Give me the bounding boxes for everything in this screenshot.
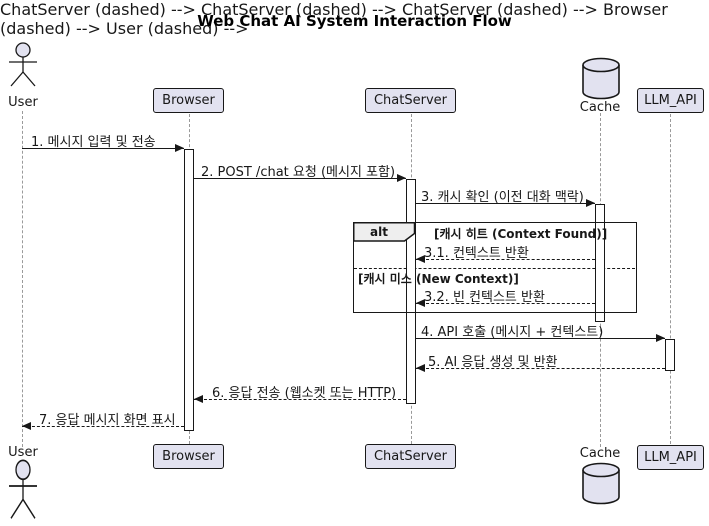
message-7-line bbox=[22, 426, 184, 427]
participant-browser-top: Browser bbox=[153, 88, 224, 113]
alt-operator-label: alt bbox=[370, 225, 388, 239]
message-6-line bbox=[194, 399, 406, 400]
diagram-title: Web Chat AI System Interaction Flow bbox=[197, 12, 512, 30]
message-6-label: 6. 응답 전송 (웹소켓 또는 HTTP) bbox=[212, 386, 397, 401]
participant-cache-top-label: Cache bbox=[579, 100, 621, 115]
message-1-arrowhead bbox=[175, 144, 184, 152]
alt-frame bbox=[353, 222, 637, 313]
message-3-1-arrowhead bbox=[416, 255, 425, 263]
message-2-label: 2. POST /chat 요청 (메시지 포함) bbox=[201, 165, 396, 180]
message-5-arrowhead bbox=[416, 364, 425, 372]
message-3-2-arrowhead bbox=[416, 299, 425, 307]
activation-chatserver bbox=[406, 179, 416, 404]
lifeline-user bbox=[22, 111, 23, 447]
message-6-arrowhead bbox=[194, 395, 203, 403]
message-3-2-label: 3.2. 빈 컨텍스트 반환 bbox=[424, 290, 545, 305]
alt-operator-pentagon bbox=[353, 222, 416, 242]
participant-user-top-label: User bbox=[8, 95, 38, 110]
participant-llm-api-top: LLM_API bbox=[637, 88, 704, 113]
message-3-1-label: 3.1. 컨텍스트 반환 bbox=[424, 246, 529, 261]
participant-user-bottom-label: User bbox=[8, 445, 38, 460]
participant-browser-bottom: Browser bbox=[153, 444, 224, 469]
message-7-label: 7. 응답 메시지 화면 표시 bbox=[39, 413, 176, 428]
message-4-arrowhead bbox=[656, 334, 665, 342]
message-5-line bbox=[416, 368, 665, 369]
activation-llm-api bbox=[665, 339, 675, 371]
message-5-label: 5. AI 응답 생성 및 반환 bbox=[428, 355, 558, 370]
participant-llm-api-bottom: LLM_API bbox=[637, 445, 704, 470]
message-3-line bbox=[416, 203, 595, 204]
message-3-1-line bbox=[416, 259, 595, 260]
user-actor-icon bbox=[9, 42, 37, 87]
message-1-line bbox=[22, 148, 184, 149]
cache-database-icon-top bbox=[582, 57, 620, 100]
user-actor-icon-bottom bbox=[9, 459, 37, 519]
message-3-2-line bbox=[416, 303, 595, 304]
message-2-arrowhead bbox=[397, 174, 406, 182]
message-7-arrowhead bbox=[22, 422, 31, 430]
message-1-label: 1. 메시지 입력 및 전송 bbox=[31, 135, 156, 150]
alt-condition-miss: [캐시 미스 (New Context)] bbox=[358, 272, 519, 286]
participant-chatserver-bottom: ChatServer bbox=[365, 444, 456, 469]
alt-divider bbox=[354, 268, 635, 269]
participant-chatserver-top: ChatServer bbox=[365, 88, 456, 113]
message-4-label: 4. API 호출 (메시지 + 컨텍스트) bbox=[421, 325, 604, 340]
alt-condition-hit: [캐시 히트 (Context Found)] bbox=[434, 227, 608, 241]
cache-database-icon-bottom bbox=[582, 462, 620, 505]
message-3-label: 3. 캐시 확인 (이전 대화 맥락) bbox=[421, 190, 584, 205]
message-2-line bbox=[194, 178, 406, 179]
message-3-arrowhead bbox=[586, 199, 595, 207]
activation-cache bbox=[595, 204, 605, 322]
activation-browser bbox=[184, 149, 194, 431]
message-4-line bbox=[416, 338, 665, 339]
lifeline-llm-api bbox=[670, 114, 671, 444]
participant-cache-bottom-label: Cache bbox=[579, 446, 621, 461]
